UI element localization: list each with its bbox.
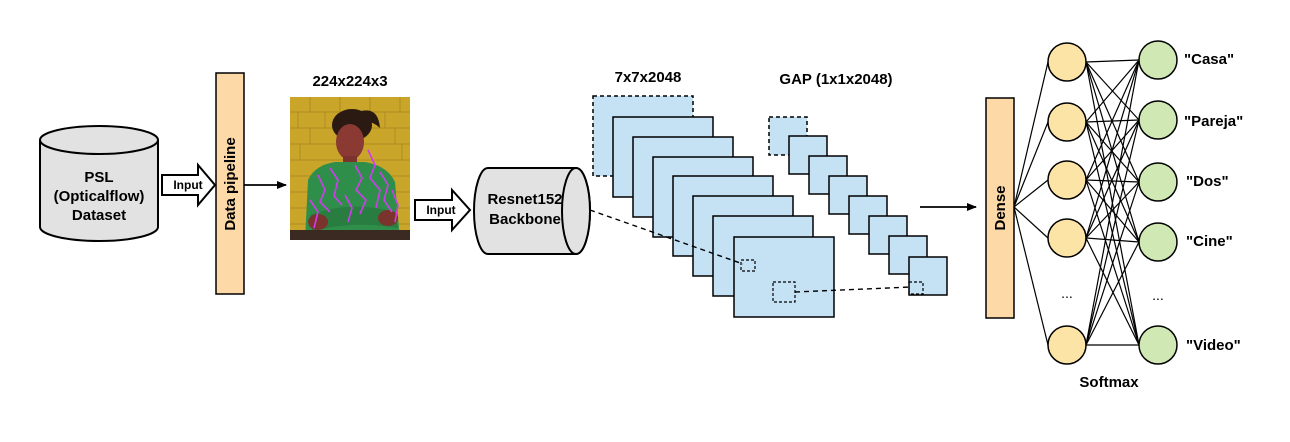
- data-pipeline-label: Data pipeline: [222, 137, 239, 230]
- data-pipeline-block: Data pipeline: [215, 72, 245, 295]
- hidden-to-output-edge: [1085, 59, 1140, 63]
- hidden-to-output-edge: [1085, 61, 1140, 183]
- output-node: [1138, 100, 1178, 140]
- dense-to-hidden-edge: [1013, 121, 1049, 208]
- output-node: [1138, 162, 1178, 202]
- resnet-backbone: Resnet152 Backbone: [473, 167, 591, 255]
- output-ellipsis: ...: [1152, 287, 1164, 303]
- image-size-label: 224x224x3: [312, 73, 387, 90]
- dataset-label-line3: Dataset: [72, 207, 126, 224]
- hidden-node: [1047, 218, 1087, 258]
- backbone-label-line2: Backbone: [489, 211, 561, 228]
- dataset-label-line1: PSL: [84, 169, 113, 186]
- hidden-node: [1047, 102, 1087, 142]
- backbone-to-feature-dashed-line: [589, 209, 744, 265]
- hidden-node: [1047, 42, 1087, 82]
- dense-label: Dense: [992, 185, 1009, 230]
- hidden-to-output-edge: [1085, 121, 1140, 183]
- gap-label: GAP (1x1x2048): [779, 71, 892, 88]
- hidden-to-output-edge: [1085, 119, 1140, 239]
- hidden-to-output-edge: [1085, 121, 1140, 243]
- dense-to-hidden-edge: [1013, 61, 1049, 208]
- output-node: [1138, 222, 1178, 262]
- input-label-1: Input: [173, 178, 202, 192]
- hidden-node: [1047, 160, 1087, 200]
- gap-stack: [768, 116, 948, 296]
- output-label-casa: "Casa": [1184, 51, 1234, 68]
- dataset-label-line2: (Opticalflow): [54, 188, 145, 205]
- hidden-to-output-edge: [1085, 237, 1140, 346]
- hidden-to-output-edge: [1085, 59, 1140, 346]
- hidden-to-output-edge: [1085, 59, 1140, 123]
- hidden-to-output-edge: [1085, 181, 1140, 239]
- input-label-2: Input: [426, 203, 455, 217]
- feature-to-gap-dashed-line: [794, 286, 912, 293]
- feature-map-stack: [592, 95, 835, 318]
- network-nodes: [1047, 40, 1178, 365]
- feature-map-label: 7x7x2048: [615, 69, 682, 86]
- softmax-label: Softmax: [1079, 374, 1139, 391]
- hidden-to-output-edge: [1085, 59, 1140, 239]
- dense-to-hidden-edge: [1013, 206, 1049, 239]
- hidden-to-output-edge: [1085, 119, 1140, 346]
- network-connections: [1013, 59, 1140, 346]
- output-node: [1138, 325, 1178, 365]
- output-label-cine: "Cine": [1186, 233, 1233, 250]
- input-arrow-2: Input: [414, 187, 472, 233]
- backbone-label-line1: Resnet152: [487, 191, 562, 208]
- hidden-node: [1047, 325, 1087, 365]
- hidden-to-output-edge: [1085, 179, 1140, 183]
- dense-to-hidden-edge: [1013, 179, 1049, 208]
- input-image: [290, 97, 410, 240]
- dense-block: Dense: [985, 97, 1015, 319]
- dataset-cylinder: PSL (Opticalflow) Dataset: [39, 125, 159, 242]
- hidden-to-output-edge: [1085, 237, 1140, 243]
- hidden-to-output-edge: [1085, 181, 1140, 346]
- hidden-to-output-edge: [1085, 241, 1140, 346]
- output-label-dos: "Dos": [1186, 173, 1229, 190]
- output-label-pareja: "Pareja": [1184, 113, 1243, 130]
- hidden-to-output-edge: [1085, 59, 1140, 181]
- output-node: [1138, 40, 1178, 80]
- dense-to-hidden-edge: [1013, 206, 1049, 346]
- hidden-ellipsis: ...: [1061, 285, 1073, 301]
- hidden-to-output-edge: [1085, 179, 1140, 243]
- input-arrow-1: Input: [161, 162, 217, 208]
- output-label-video: "Video": [1186, 337, 1241, 354]
